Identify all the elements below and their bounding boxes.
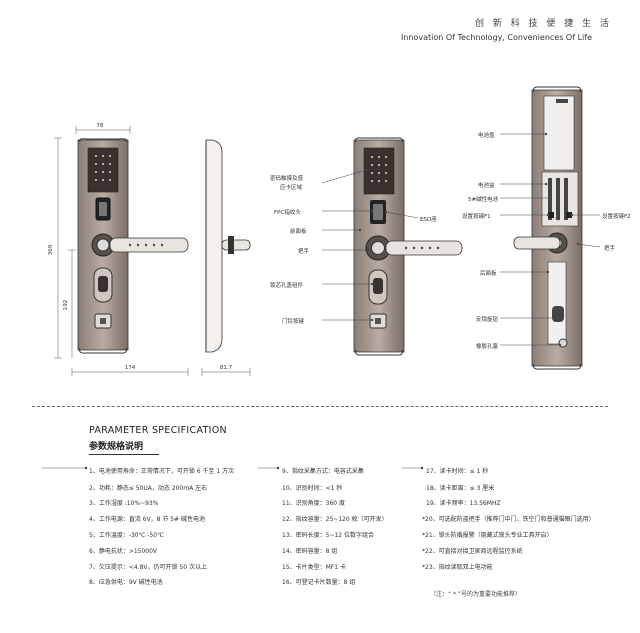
callout-handle-front: 把手 (298, 249, 310, 255)
callout-aa-battery: 5#碱性电池 (468, 197, 499, 203)
dim-top-width: 78 (97, 123, 104, 129)
spec-item: 15、卡片类型：MF1 卡 (282, 564, 346, 571)
dim-depth: 81.7 (220, 365, 233, 371)
spec-item: 13、密码长度：5~12 位数字组合 (282, 532, 375, 539)
list-leader (42, 466, 88, 470)
callout-battery-box: 电池盒 (478, 183, 495, 189)
parameter-title-underline (89, 454, 159, 455)
spec-item: 5、工作温度：-30℃ -50℃ (89, 532, 164, 539)
side-view: 81.7 (201, 139, 251, 376)
spec-item: 2、功耗：静态≤ 50UA，动态 200mA 左右 (89, 485, 208, 492)
callout-esd-seat: ESD座 (420, 217, 437, 223)
slogan-chinese: 创 新 科 技 便 捷 生 活 (474, 19, 612, 29)
parameter-title-chinese: 参数规格说明 (89, 442, 144, 452)
spec-item-featured: *21、锁头防撬报警（隐藏式锁头专业工具开启） (422, 532, 553, 539)
callout-setting-key-f1: 设置按键F1 (462, 214, 491, 220)
spec-item: 16、可登记卡片数量：8 组 (282, 579, 356, 586)
callout-rear-panel: 后面板 (480, 271, 497, 277)
front-view-dimensioned: 78 369 192 174 (48, 123, 189, 376)
spec-item-featured: *22、可直接对接卫家商远程监控系统 (422, 548, 523, 555)
slogan-english: Innovation Of Technology, Conveniences O… (400, 33, 592, 42)
callout-setting-key-f2: 设置按键F2 (602, 214, 631, 220)
callout-battery-cover: 电池盖 (478, 133, 495, 139)
spec-item-featured: *23、指纹读取双上电功能 (422, 564, 493, 571)
callout-touch-area-2: 应卡区域 (280, 185, 303, 191)
front-view-annotated (321, 137, 463, 356)
spec-item: 10、识别时间：<1 秒 (282, 485, 343, 492)
spec-item: 4、工作电源：直流 6V，8 节 5# 碱性电池 (89, 516, 206, 523)
list-leader-2 (258, 466, 280, 470)
spec-item: 6、静电抗扰：>15000V (89, 548, 158, 555)
dim-bottom-width: 174 (125, 365, 136, 371)
back-view (500, 86, 601, 370)
callout-doorbell-key: 门铃按键 (282, 319, 305, 325)
section-divider (32, 406, 608, 407)
callout-front-panel: 前面板 (290, 229, 307, 235)
spec-item: 11、识别角度：360 度 (282, 500, 345, 507)
list-leader-3 (402, 466, 424, 470)
callout-rubber-plug: 橡胶孔塞 (476, 344, 499, 350)
parameter-title-english: PARAMETER SPECIFICATION (89, 425, 227, 436)
dim-lower-height: 192 (63, 300, 69, 311)
callout-deadlock-knob: 反锁旋钮 (476, 317, 499, 323)
spec-item: 18、读卡距离：≤ 3 厘米 (426, 485, 495, 492)
callout-touch-area-1: 密码触摸及感 (270, 176, 304, 182)
spec-item: 8、应急供电：9V 碱性电池 (89, 579, 163, 586)
spec-item: 19、读卡频率：13.56MHZ (426, 500, 501, 507)
technical-drawings: 78 369 192 174 (48, 86, 601, 376)
spec-item: 1、电池使用寿命：正常情况下，可开锁 6 千至 1 万次 (89, 468, 235, 475)
dim-total-height: 369 (48, 244, 54, 255)
callout-cylinder-cover: 锁芯孔盖组件 (270, 283, 304, 289)
spec-item: 17、读卡时间：≤ 1 秒 (426, 468, 489, 475)
spec-item: 14、密码容量：8 组 (282, 548, 338, 555)
featured-note: （注：“ * ”号的为重要功能推荐） (430, 591, 522, 598)
spec-item-featured: *20、可选配防盗把手（推荐门中门、铁空门和普通猫眼门选用） (422, 516, 595, 523)
spec-item: 9、指纹采集方式：电容式采集 (282, 468, 364, 475)
callout-handle-back: 把手 (604, 246, 616, 252)
spec-item: 12、指纹容量：25~120 枚（可开发） (282, 516, 388, 523)
callout-fpc-sensor: FPC指纹头 (274, 210, 301, 216)
spec-item: 3、工作湿度 :10%~93% (89, 500, 159, 507)
spec-item: 7、欠压提示：<4.8V，仍可开锁 50 次以上 (89, 564, 207, 571)
